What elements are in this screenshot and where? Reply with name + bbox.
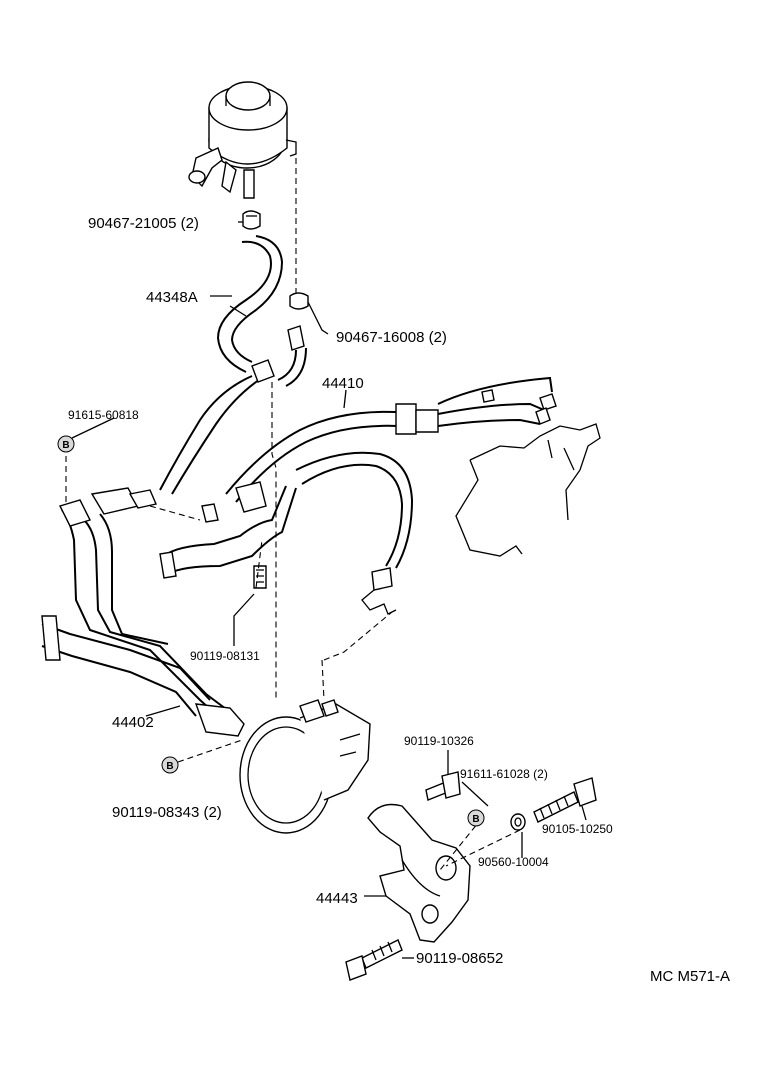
label-44402: 44402 bbox=[112, 714, 154, 731]
label-90105-10250: 90105-10250 bbox=[542, 822, 613, 836]
svg-text:B: B bbox=[62, 440, 69, 451]
label-44348a: 44348A bbox=[146, 289, 198, 306]
pressure-tube-44402 bbox=[41, 481, 297, 737]
label-90467-21005: 90467-21005 (2) bbox=[88, 215, 199, 232]
badge-b-lower-right: B bbox=[467, 809, 485, 827]
washer-90560-10004 bbox=[510, 813, 526, 831]
label-90119-08131: 90119-08131 bbox=[190, 649, 260, 663]
badge-b-upper: B bbox=[57, 435, 75, 453]
bolt-90105-10250 bbox=[533, 777, 597, 823]
power-steering-pump bbox=[239, 699, 371, 834]
label-91611-61028: 91611-61028 (2) bbox=[460, 767, 548, 781]
hose-clamp-upper bbox=[242, 210, 261, 230]
badge-b-lower-left: B bbox=[161, 756, 179, 774]
label-90119-08652: 90119-08652 bbox=[416, 950, 503, 967]
label-44443: 44443 bbox=[316, 890, 358, 907]
label-90119-10326: 90119-10326 bbox=[404, 734, 474, 748]
label-90467-16008: 90467-16008 (2) bbox=[336, 329, 447, 346]
pump-bracket-44443 bbox=[367, 803, 471, 943]
reservoir-tank bbox=[188, 81, 297, 199]
hose-clamp-middle bbox=[289, 292, 309, 310]
diagram-code: MC M571-A bbox=[650, 968, 730, 985]
label-44410: 44410 bbox=[322, 375, 364, 392]
svg-text:B: B bbox=[472, 814, 479, 825]
bolt-90119-08652 bbox=[345, 939, 403, 981]
bolt-90119-10326 bbox=[425, 771, 461, 801]
return-hose-44348a bbox=[216, 235, 284, 373]
svg-text:B: B bbox=[166, 761, 173, 772]
label-90119-08343: 90119-08343 (2) bbox=[112, 804, 222, 821]
union-bolt-90119-08131 bbox=[253, 565, 267, 589]
pressure-hose-44410 bbox=[225, 376, 557, 615]
label-91615-60818: 91615-60818 bbox=[68, 408, 139, 422]
return-hose-long bbox=[159, 347, 307, 495]
steering-gear-housing bbox=[455, 423, 601, 557]
label-90560-10004: 90560-10004 bbox=[478, 855, 549, 869]
